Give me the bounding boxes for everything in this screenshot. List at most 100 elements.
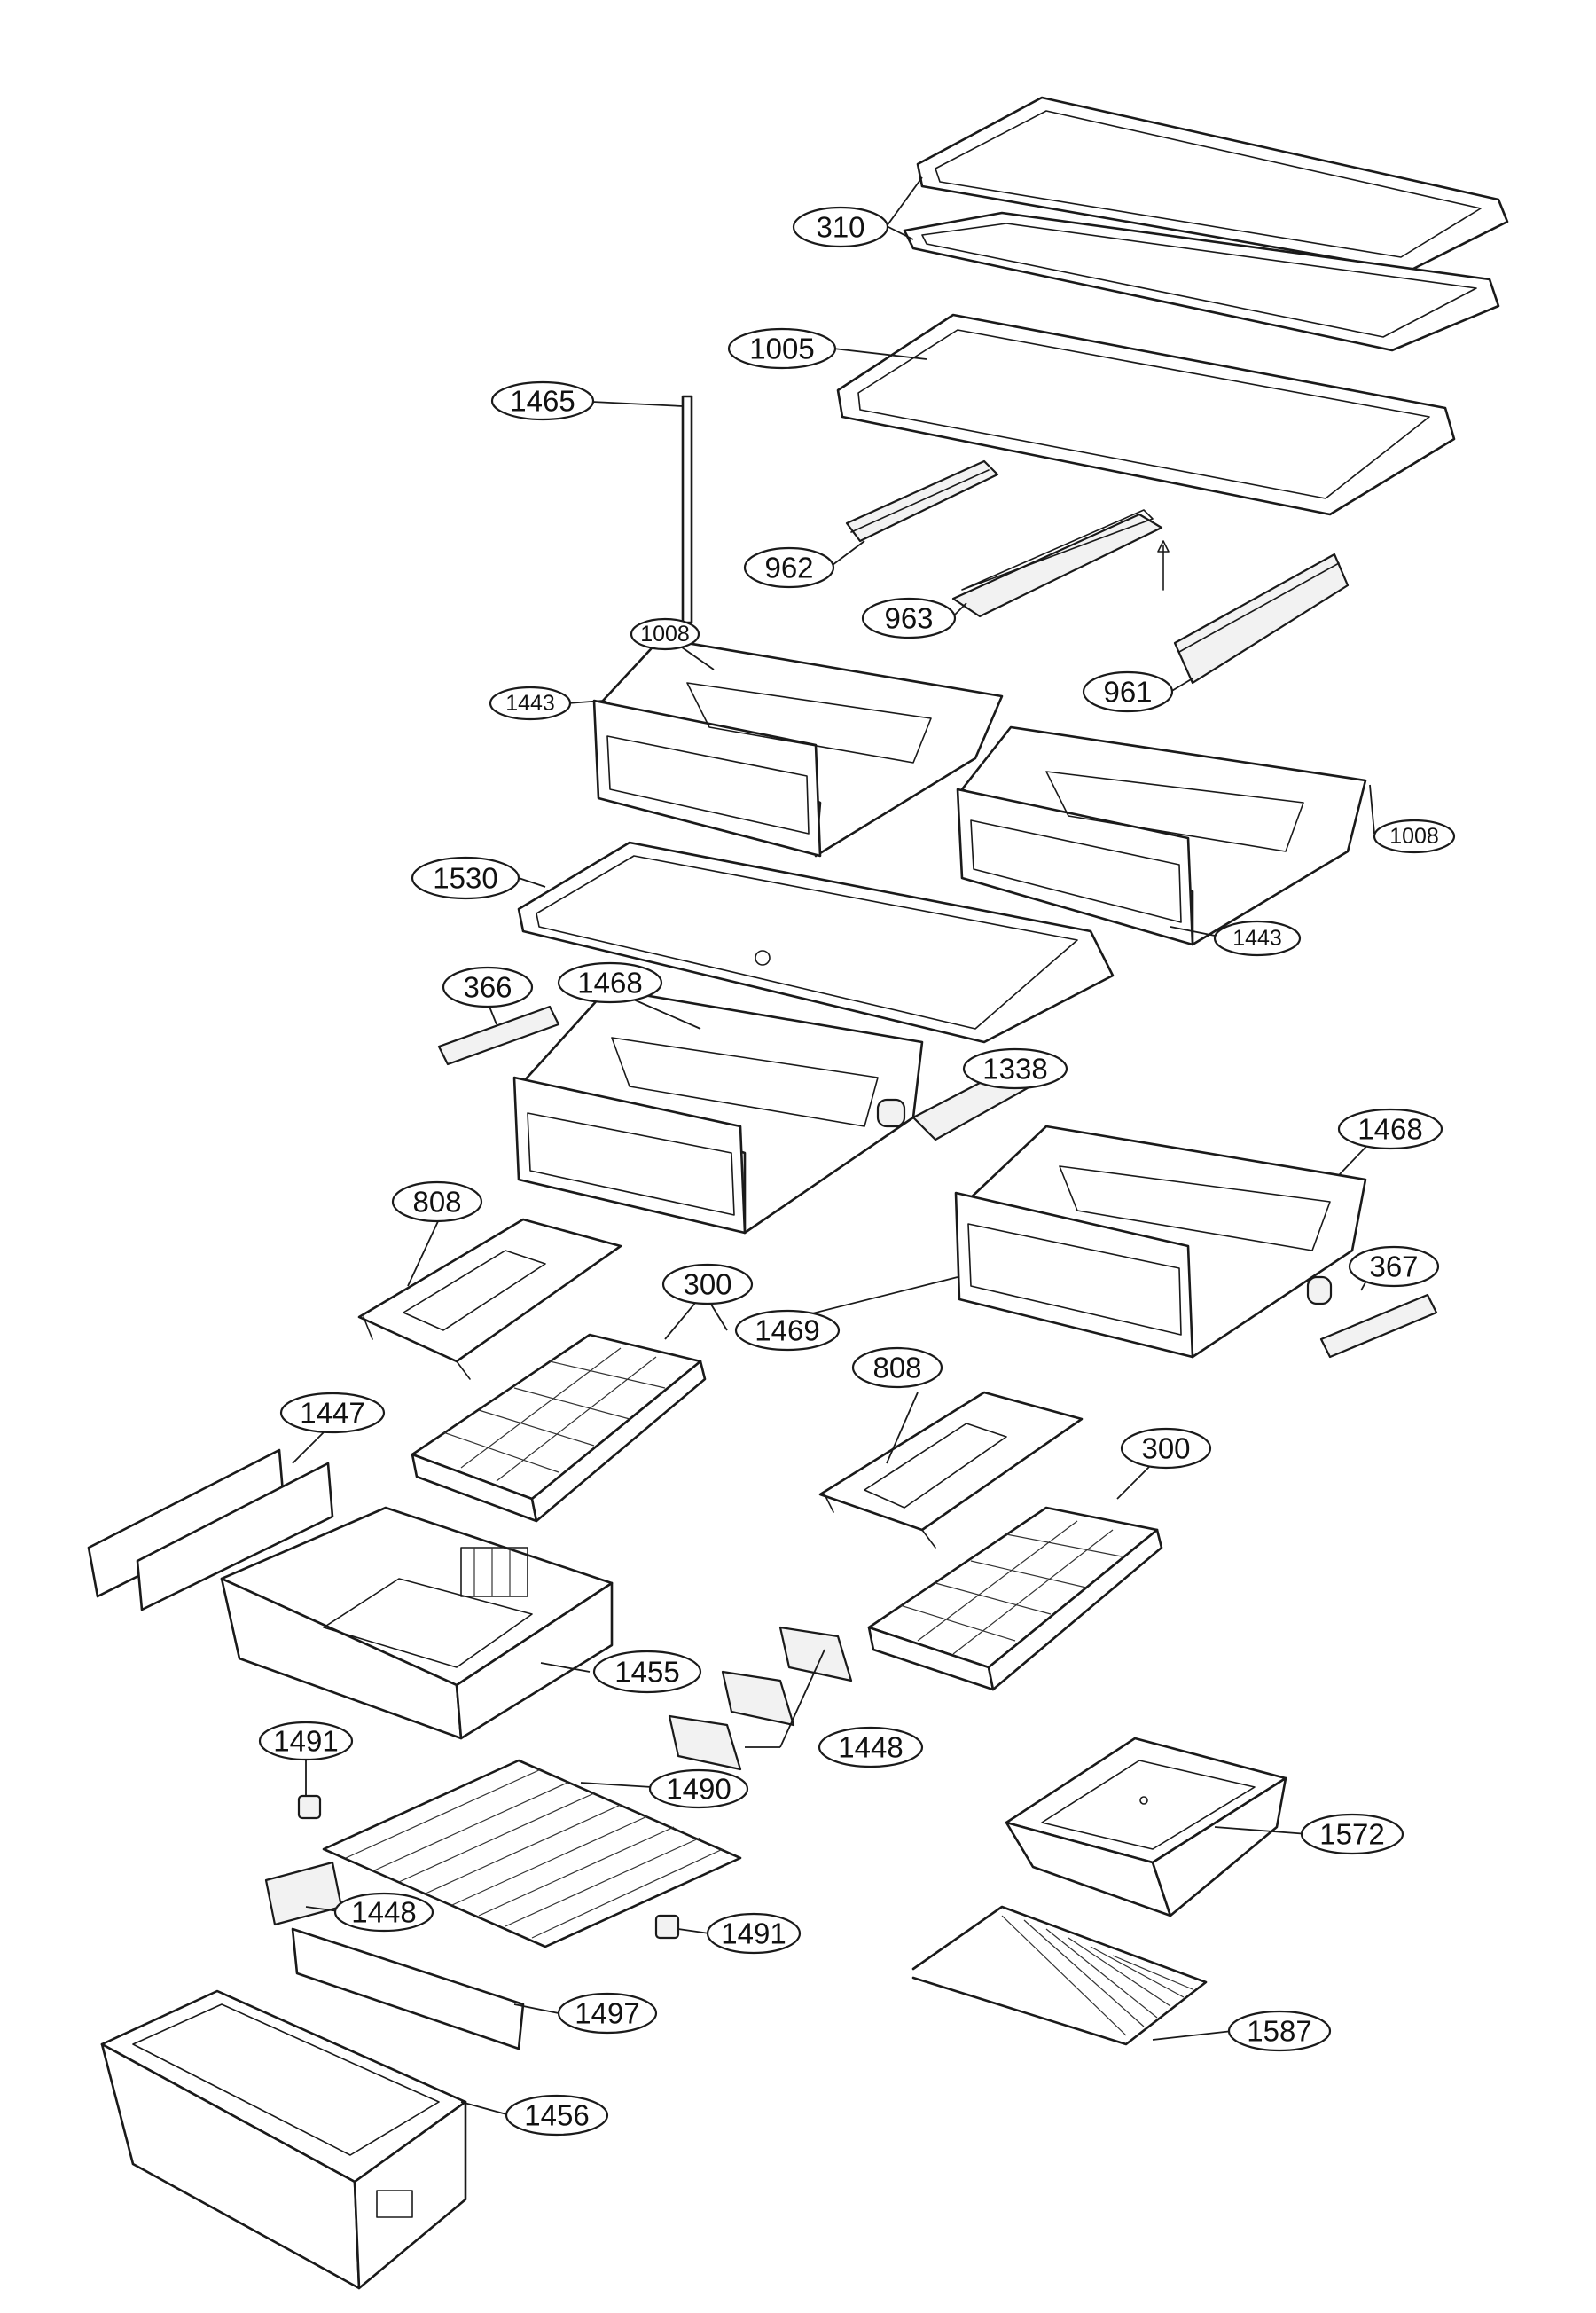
rail-961: [1173, 553, 1350, 685]
wire-shelf-1490-lines: [345, 1768, 724, 1939]
svg-text:962: 962: [764, 552, 813, 584]
drawer-1443-right: [956, 725, 1367, 946]
svg-text:1338: 1338: [982, 1053, 1047, 1086]
callout-962: 962: [743, 546, 835, 589]
wire-shelf-1587-lines: [1001, 1915, 1193, 2036]
cover-808-left: [357, 1218, 622, 1380]
drawer-1443-left: [592, 637, 1004, 858]
bracket-963: [951, 509, 1163, 618]
callout-1455: 1455: [592, 1650, 702, 1694]
callout-310: 310: [792, 206, 889, 248]
callout-300-a: 300: [661, 1263, 754, 1305]
shelf-310-lower: [903, 211, 1500, 352]
callout-1469: 1469: [734, 1309, 841, 1352]
wire-shelf-1587: [911, 1905, 1208, 2046]
svg-text:1008: 1008: [1389, 824, 1439, 849]
callout-1008-a: 1008: [630, 617, 700, 651]
callout-1587: 1587: [1227, 2010, 1332, 2052]
callout-1465: 1465: [490, 380, 595, 421]
rod-1465: [681, 395, 693, 624]
svg-text:1465: 1465: [510, 385, 575, 418]
svg-text:1448: 1448: [351, 1896, 416, 1929]
svg-text:1455: 1455: [614, 1656, 679, 1689]
callout-1448-b: 1448: [333, 1892, 434, 1933]
callout-1008-b: 1008: [1373, 819, 1456, 854]
svg-text:1008: 1008: [640, 622, 690, 647]
svg-text:1490: 1490: [666, 1773, 731, 1806]
callout-1338: 1338: [962, 1047, 1068, 1090]
svg-text:808: 808: [412, 1186, 461, 1219]
divider-1448-c: [668, 1714, 742, 1771]
svg-text:1572: 1572: [1319, 1818, 1384, 1851]
shelf-frame-1530: [517, 841, 1115, 1044]
svg-text:963: 963: [884, 602, 933, 635]
svg-text:1443: 1443: [505, 691, 555, 716]
svg-text:366: 366: [463, 971, 512, 1004]
callout-1005: 1005: [727, 327, 837, 370]
screw-icon: [1157, 540, 1170, 591]
svg-text:300: 300: [1141, 1432, 1190, 1465]
shelf-310-upper: [916, 96, 1509, 272]
drawer-1468-left: [512, 987, 924, 1235]
svg-text:1005: 1005: [749, 333, 814, 365]
clip-1491-left: [297, 1794, 322, 1820]
bin-1456: [100, 1989, 467, 2290]
wire-shelf-1490: [322, 1759, 742, 1948]
callout-1468-b: 1468: [1337, 1108, 1443, 1150]
rail-962: [845, 459, 999, 543]
svg-text:1530: 1530: [433, 862, 497, 895]
drawer-1468-right: [954, 1125, 1367, 1359]
slide-367: [1319, 1293, 1438, 1359]
ice-tray-300-right: [867, 1506, 1163, 1691]
callout-1491-b: 1491: [706, 1912, 802, 1955]
svg-text:300: 300: [683, 1268, 732, 1301]
svg-text:1468: 1468: [577, 967, 642, 1000]
cover-808-right: [818, 1391, 1084, 1549]
callout-1497: 1497: [557, 1992, 658, 2035]
ice-tray-300-left: [411, 1333, 707, 1523]
callout-1443-a: 1443: [489, 686, 572, 721]
callout-300-b: 300: [1120, 1427, 1212, 1470]
frame-1447: [87, 1448, 334, 1611]
callout-367: 367: [1348, 1245, 1440, 1288]
shelf-frame-1005: [836, 313, 1456, 516]
callout-1468-a: 1468: [557, 961, 663, 1004]
svg-text:1497: 1497: [575, 1997, 639, 2030]
ice-tray-300-right-grid: [899, 1520, 1123, 1655]
callout-1447: 1447: [279, 1392, 386, 1434]
callout-1530: 1530: [411, 856, 520, 900]
svg-text:1456: 1456: [524, 2099, 589, 2132]
svg-text:961: 961: [1103, 676, 1152, 709]
callout-1456: 1456: [505, 2094, 609, 2137]
callout-963: 963: [861, 597, 957, 639]
callout-1572: 1572: [1300, 1813, 1404, 1855]
svg-text:367: 367: [1369, 1251, 1418, 1283]
callout-1491-a: 1491: [258, 1721, 354, 1761]
bin-1455: [220, 1506, 614, 1740]
svg-text:1491: 1491: [273, 1725, 338, 1758]
callout-366: 366: [442, 966, 534, 1008]
divider-1448-b: [721, 1670, 795, 1727]
callout-1443-b: 1443: [1213, 920, 1302, 957]
svg-text:310: 310: [816, 211, 864, 244]
ice-tray-300-left-grid: [442, 1347, 666, 1482]
clip-1491-right: [654, 1914, 680, 1940]
callout-1448-a: 1448: [818, 1726, 924, 1768]
divider-1448-a: [778, 1626, 853, 1682]
svg-text:1587: 1587: [1247, 2015, 1311, 2048]
svg-text:808: 808: [872, 1352, 921, 1384]
callout-961: 961: [1082, 670, 1174, 713]
divider-1448-d: [264, 1861, 343, 1926]
svg-text:1448: 1448: [838, 1731, 903, 1764]
callout-808-a: 808: [391, 1180, 483, 1223]
callout-1490: 1490: [648, 1768, 749, 1809]
slide-366: [437, 1005, 560, 1066]
svg-text:1469: 1469: [755, 1314, 819, 1347]
svg-text:1443: 1443: [1232, 926, 1282, 951]
bin-1572: [1005, 1737, 1287, 1917]
svg-text:1491: 1491: [721, 1917, 786, 1950]
svg-text:1468: 1468: [1357, 1113, 1422, 1146]
frame-1497: [291, 1927, 525, 2050]
callout-808-b: 808: [851, 1346, 943, 1389]
